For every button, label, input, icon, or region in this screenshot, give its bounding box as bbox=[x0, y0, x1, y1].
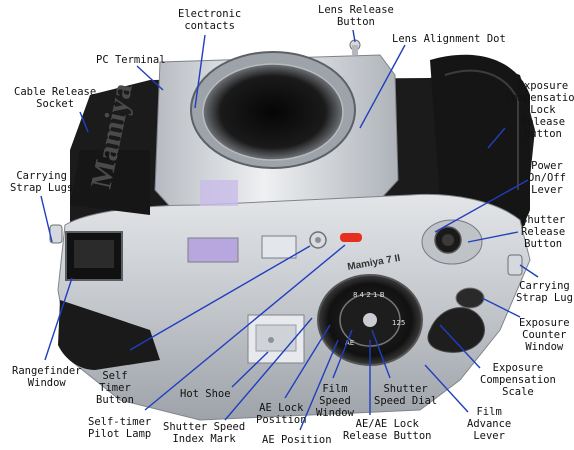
label-self-timer-pilot-lamp: Self-timer Pilot Lamp bbox=[88, 416, 151, 440]
label-line: Window bbox=[525, 341, 564, 353]
label-line: Rangefinder bbox=[12, 365, 82, 377]
label-line: Button bbox=[523, 128, 562, 140]
label-rangefinder-window: Rangefinder Window bbox=[12, 365, 82, 389]
svg-text:AE: AE bbox=[345, 339, 354, 347]
label-line: Advance bbox=[467, 418, 512, 430]
label-line: AE/AE Lock bbox=[355, 418, 419, 430]
label-line: Film bbox=[476, 406, 502, 418]
label-line: Speed bbox=[319, 395, 351, 407]
label-line: Position bbox=[256, 414, 307, 426]
label-line: Speed Dial bbox=[374, 395, 438, 407]
label-ae-ae-lock-release-button: AE/AE Lock Release Button bbox=[343, 418, 432, 442]
label-line: Cable Release bbox=[14, 86, 97, 98]
label-line: Shutter bbox=[383, 383, 428, 395]
svg-text:125: 125 bbox=[392, 319, 405, 327]
label-exposure-compensation-lock-release-button: Exposure Compensation Lock Release Butto… bbox=[505, 80, 574, 140]
label-line: Scale bbox=[502, 386, 534, 398]
label-film-advance-lever: Film Advance Lever bbox=[467, 406, 511, 442]
label-line: On/Off bbox=[528, 172, 566, 184]
label-exposure-compensation-scale: Exposure Compensation Scale bbox=[480, 362, 556, 398]
label-line: Compensation bbox=[480, 374, 556, 386]
label-line: Window bbox=[27, 377, 66, 389]
label-pc-terminal: PC Terminal bbox=[96, 54, 166, 66]
label-line: Exposure bbox=[517, 80, 569, 92]
label-line: Exposure bbox=[519, 317, 570, 329]
label-line: AE Position bbox=[262, 434, 332, 446]
label-hot-shoe: Hot Shoe bbox=[180, 388, 231, 400]
label-line: Lens Release bbox=[318, 4, 394, 16]
label-line: Film bbox=[322, 383, 348, 395]
label-line: Strap Lug bbox=[516, 292, 573, 304]
carrying-strap-lug-left bbox=[49, 224, 63, 244]
viewfinder-window bbox=[187, 237, 239, 263]
label-line: Hot Shoe bbox=[180, 388, 231, 400]
label-line: Exposure bbox=[492, 362, 544, 374]
label-line: Lock bbox=[530, 104, 556, 116]
label-exposure-counter-window: Exposure Counter Window bbox=[519, 317, 570, 353]
label-line: Carrying bbox=[519, 280, 570, 292]
label-line: Lever bbox=[473, 430, 505, 442]
label-ae-lock-position: AE Lock Position bbox=[256, 402, 307, 426]
label-line: Button bbox=[336, 16, 375, 28]
label-line: Window bbox=[316, 407, 354, 419]
label-line: contacts bbox=[184, 20, 235, 32]
self-timer-pilot-lamp-led bbox=[340, 233, 362, 242]
label-line: Power bbox=[531, 160, 563, 172]
label-line: Index Mark bbox=[172, 433, 236, 445]
label-line: PC Terminal bbox=[96, 54, 166, 66]
label-line: Carrying bbox=[16, 170, 67, 182]
carrying-strap-lug-right bbox=[507, 254, 523, 276]
label-line: Timer bbox=[99, 382, 131, 394]
label-cable-release-socket: Cable Release Socket bbox=[14, 86, 96, 110]
exposure-counter-window-glass bbox=[455, 287, 485, 309]
label-line: Self bbox=[102, 370, 128, 382]
label-line: AE Lock bbox=[259, 402, 304, 414]
label-line: Release bbox=[521, 226, 566, 238]
label-line: Lever bbox=[531, 184, 563, 196]
label-lens-release-button: Lens Release Button bbox=[318, 4, 394, 28]
label-line: Pilot Lamp bbox=[88, 428, 152, 440]
label-line: Self-timer bbox=[88, 416, 152, 428]
label-electronic-contacts: Electronic contacts bbox=[178, 8, 241, 32]
label-ae-position: AE Position bbox=[262, 434, 332, 446]
label-line: Shutter bbox=[521, 214, 566, 226]
label-line: Button bbox=[96, 394, 134, 406]
label-line: Compensation bbox=[505, 92, 574, 104]
label-film-speed-window: Film Speed Window bbox=[316, 383, 354, 419]
label-shutter-speed-index-mark: Shutter Speed Index Mark bbox=[163, 421, 245, 445]
label-line: Shutter Speed bbox=[163, 421, 246, 433]
label-self-timer-button: Self Timer Button bbox=[96, 370, 134, 406]
label-line: Release bbox=[520, 116, 566, 128]
label-carrying-strap-lugs: Carrying Strap Lugs bbox=[10, 170, 73, 194]
label-line: Socket bbox=[36, 98, 75, 110]
label-carrying-strap-lug: Carrying Strap Lug bbox=[516, 280, 573, 304]
label-shutter-speed-dial: Shutter Speed Dial bbox=[374, 383, 437, 407]
label-line: Electronic bbox=[178, 8, 242, 20]
label-line: Release Button bbox=[343, 430, 432, 442]
label-line: Counter bbox=[522, 329, 567, 341]
label-line: Lens Alignment Dot bbox=[392, 33, 506, 45]
label-shutter-release-button: Shutter Release Button bbox=[521, 214, 565, 250]
label-power-on-off-lever: Power On/Off Lever bbox=[528, 160, 566, 196]
label-line: Strap Lugs bbox=[10, 182, 74, 194]
label-lens-alignment-dot: Lens Alignment Dot bbox=[392, 33, 506, 45]
svg-text:8 4 2 1 B: 8 4 2 1 B bbox=[353, 291, 385, 299]
label-line: Button bbox=[524, 238, 563, 250]
